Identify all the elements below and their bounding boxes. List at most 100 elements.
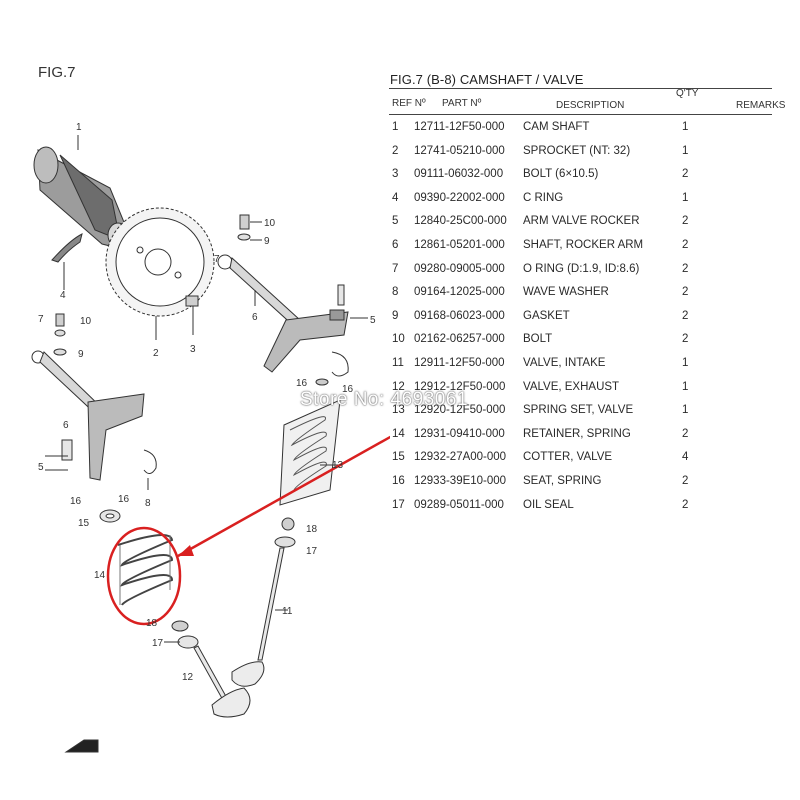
callout-14: 14: [94, 570, 106, 581]
ref-cell: 6: [392, 239, 399, 251]
part-number-cell: 12840-25C00-000: [414, 215, 507, 228]
callout-13: 13: [332, 460, 344, 471]
highlight-circle: [106, 526, 182, 626]
ref-cell: 10: [392, 333, 405, 346]
description-cell: VALVE, EXHAUST: [523, 380, 620, 393]
description-cell: OIL SEAL: [523, 498, 574, 511]
qty-cell: 2: [682, 262, 689, 275]
part-number-cell: 09111-06032-000: [414, 168, 504, 181]
callout-12: 12: [182, 672, 194, 683]
description-cell: SHAFT, ROCKER ARM: [523, 239, 644, 251]
qty-cell: 2: [682, 168, 689, 181]
rocker-arm-left: [45, 393, 145, 481]
callout-17b: 17: [152, 638, 164, 649]
callout-6b: 6: [63, 420, 69, 431]
spring-left: [117, 534, 174, 606]
part-number-cell: 09164-12025-000: [414, 286, 505, 299]
qty-cell: 1: [682, 191, 689, 204]
ref-cell: 2: [392, 144, 399, 157]
table-row: 9 09168-06023-000 GASKET 2: [0, 310, 800, 334]
ref-cell: 15: [392, 451, 405, 464]
description-cell: O RING (D:1.9, ID:8.6): [523, 262, 640, 275]
callout-2: 2: [153, 348, 159, 359]
callout-1: 1: [76, 122, 82, 133]
qty-cell: 2: [682, 239, 689, 251]
ref-cell: 8: [392, 286, 399, 299]
ref-cell: 7: [392, 262, 399, 275]
ref-cell: 14: [392, 427, 405, 440]
callout-5b: 5: [38, 462, 44, 473]
ref-cell: 13: [392, 404, 405, 417]
qty-cell: 2: [682, 286, 689, 299]
description-cell: CAM SHAFT: [523, 121, 590, 133]
table-row: 10 02162-06257-000 BOLT 2: [0, 333, 800, 357]
callout-17a: 17: [306, 546, 318, 557]
callout-7b: 7: [214, 254, 220, 265]
part-number-cell: 12933-39E10-000: [414, 475, 507, 487]
qty-cell: 1: [682, 380, 689, 393]
part-number-cell: 12912-12F50-000: [414, 380, 506, 393]
qty-cell: 1: [682, 357, 689, 369]
watermark: Store No: 4693061: [300, 389, 469, 410]
description-cell: SEAT, SPRING: [523, 475, 602, 487]
valve-right: [231, 517, 296, 687]
callout-6a: 6: [252, 312, 258, 323]
description-cell: SPROCKET (NT: 32): [523, 144, 631, 157]
ref-cell: 9: [392, 309, 399, 322]
callout-15: 15: [78, 518, 90, 529]
callout-10b: 10: [80, 316, 92, 327]
part-number-cell: 12931-09410-000: [414, 427, 505, 440]
callout-5a: 5: [370, 315, 376, 326]
description-cell: BOLT: [523, 333, 553, 346]
qty-cell: 1: [682, 144, 689, 157]
callout-18b: 18: [146, 618, 158, 629]
header-description: DESCRIPTION: [556, 100, 625, 111]
description-cell: RETAINER, SPRING: [523, 427, 631, 440]
description-cell: COTTER, VALVE: [523, 451, 613, 464]
callout-8: 8: [145, 498, 151, 509]
ref-cell: 3: [392, 168, 399, 181]
callout-18a: 18: [306, 524, 318, 535]
callout-3: 3: [190, 344, 196, 355]
header-divider: [389, 114, 772, 115]
ref-cell: 17: [392, 498, 405, 511]
part-number-cell: 09289-05011-000: [414, 498, 504, 511]
callout-16d: 16: [118, 494, 130, 505]
qty-cell: 2: [682, 475, 689, 487]
rocker-arm-right: [263, 284, 368, 373]
qty-cell: 2: [682, 309, 689, 322]
part-number-cell: 12932-27A00-000: [414, 451, 507, 464]
parts-diagram: 1 2 3 4 5 5 6 6 7 7 8 9 9 10 10 11 12 13…: [31, 122, 390, 753]
part-number-cell: 12911-12F50-000: [414, 357, 505, 369]
header-remarks: REMARKS: [736, 100, 786, 111]
qty-cell: 2: [682, 427, 689, 440]
header-part: PART Nº: [442, 98, 482, 109]
table-row: 8 09164-12025-000 WAVE WASHER 2: [0, 286, 800, 310]
callout-11: 11: [282, 606, 293, 617]
callout-7a: 7: [38, 314, 44, 325]
ref-cell: 11: [392, 357, 404, 369]
qty-cell: 1: [682, 121, 689, 133]
qty-cell: 2: [682, 333, 689, 346]
ref-cell: 1: [392, 121, 399, 133]
description-cell: WAVE WASHER: [523, 286, 609, 299]
header-ref: REF Nº: [392, 98, 426, 109]
table-row: 14 12931-09410-000 RETAINER, SPRING 2: [0, 428, 800, 452]
spring-right: [279, 399, 341, 506]
description-cell: GASKET: [523, 309, 570, 322]
part-number-cell: 09168-06023-000: [414, 309, 505, 322]
figure-label: FIG.7: [38, 64, 76, 81]
part-number-cell: 02162-06257-000: [414, 333, 505, 346]
callout-16b: 16: [342, 384, 354, 395]
qty-cell: 1: [682, 404, 689, 417]
